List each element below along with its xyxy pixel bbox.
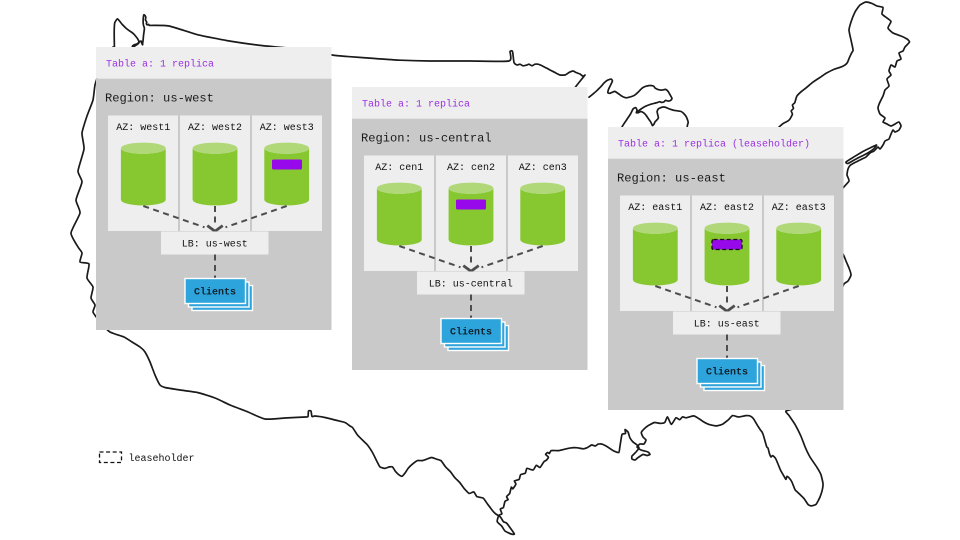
svg-text:AZ: cen2: AZ: cen2	[447, 163, 495, 174]
svg-text:Table a: 1 replica (leaseholde: Table a: 1 replica (leaseholder)	[618, 139, 810, 151]
svg-text:AZ: east1: AZ: east1	[628, 203, 682, 214]
svg-text:AZ: east2: AZ: east2	[700, 203, 754, 214]
svg-text:Clients: Clients	[706, 367, 748, 379]
svg-text:LB: us-west: LB: us-west	[182, 240, 248, 251]
svg-text:AZ: cen3: AZ: cen3	[519, 163, 567, 174]
svg-text:leaseholder: leaseholder	[129, 453, 195, 465]
svg-text:LB: us-east: LB: us-east	[694, 320, 760, 331]
svg-text:AZ: west1: AZ: west1	[116, 123, 170, 134]
svg-text:Region: us-east: Region: us-east	[617, 172, 726, 186]
svg-text:Region: us-west: Region: us-west	[105, 92, 214, 106]
svg-text:LB: us-central: LB: us-central	[429, 279, 513, 291]
svg-text:AZ: west3: AZ: west3	[260, 123, 314, 134]
svg-text:AZ: west2: AZ: west2	[188, 123, 242, 134]
svg-text:Table a: 1 replica: Table a: 1 replica	[362, 99, 470, 111]
svg-text:Clients: Clients	[450, 327, 492, 339]
svg-text:Clients: Clients	[194, 287, 236, 299]
svg-text:AZ: east3: AZ: east3	[772, 203, 826, 214]
svg-text:AZ: cen1: AZ: cen1	[375, 163, 423, 174]
svg-text:Region: us-central: Region: us-central	[361, 132, 492, 146]
svg-text:Table a: 1 replica: Table a: 1 replica	[106, 59, 214, 71]
